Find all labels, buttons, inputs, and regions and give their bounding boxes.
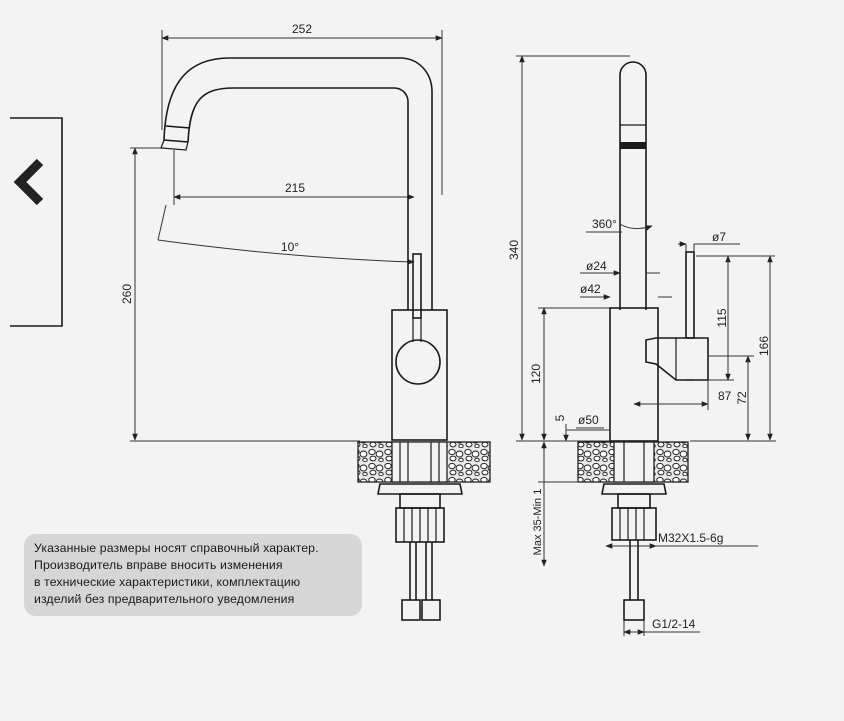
front-view: 252 215 10° 260 <box>120 22 491 621</box>
dim-label-260: 260 <box>120 284 134 304</box>
dim-label-115: 115 <box>715 308 729 327</box>
note-line-3: в технические характеристики, комплектац… <box>34 575 301 589</box>
dim-label-10deg: 10° <box>281 240 299 254</box>
dim-label-360: 360° <box>592 217 617 231</box>
dim-label-120: 120 <box>529 364 543 384</box>
note-line-1: Указанные размеры носят справочный харак… <box>34 541 319 555</box>
lever-cartridge <box>395 339 441 385</box>
dim-label-max35: Max 35-Min 1 <box>532 489 544 556</box>
rotation-arrow <box>619 223 653 231</box>
side-lever <box>645 251 709 381</box>
disclaimer-note: Указанные размеры носят справочный харак… <box>24 534 362 616</box>
dim-label-252: 252 <box>292 22 312 36</box>
note-line-4: изделий без предварительного уведомления <box>34 592 295 606</box>
chevron-left-icon <box>13 158 44 206</box>
dim-label-dia7: ø7 <box>712 230 726 244</box>
dim-label-5: 5 <box>553 414 567 421</box>
faucet-lever <box>412 253 422 319</box>
faucet-spout <box>160 57 433 310</box>
side-body <box>609 307 659 442</box>
mount-nut <box>395 507 445 543</box>
dim-arc-10deg <box>157 239 415 265</box>
dim-label-m32: M32X1.5-6g <box>658 531 723 545</box>
side-view: 340 360° ø7 ø24 ø42 <box>507 55 776 636</box>
side-mount-nut <box>611 507 657 541</box>
mount-washer <box>377 483 463 495</box>
dim-label-87: 87 <box>718 389 732 403</box>
note-line-2: Производитель вправе вносить изменения <box>34 558 283 572</box>
left-edge-frame <box>10 117 63 327</box>
dim-label-g12: G1/2-14 <box>652 617 696 631</box>
dim-label-dia24: ø24 <box>586 259 607 273</box>
faucet-body <box>391 309 448 441</box>
dim-label-dia42: ø42 <box>580 282 601 296</box>
dim-label-72: 72 <box>735 391 749 405</box>
dim-label-dia50: ø50 <box>578 413 599 427</box>
dim-label-340: 340 <box>507 240 521 260</box>
side-spout <box>619 61 647 310</box>
dim-label-215: 215 <box>285 181 305 195</box>
dim-label-166: 166 <box>757 336 771 356</box>
supply-hoses <box>401 542 441 621</box>
